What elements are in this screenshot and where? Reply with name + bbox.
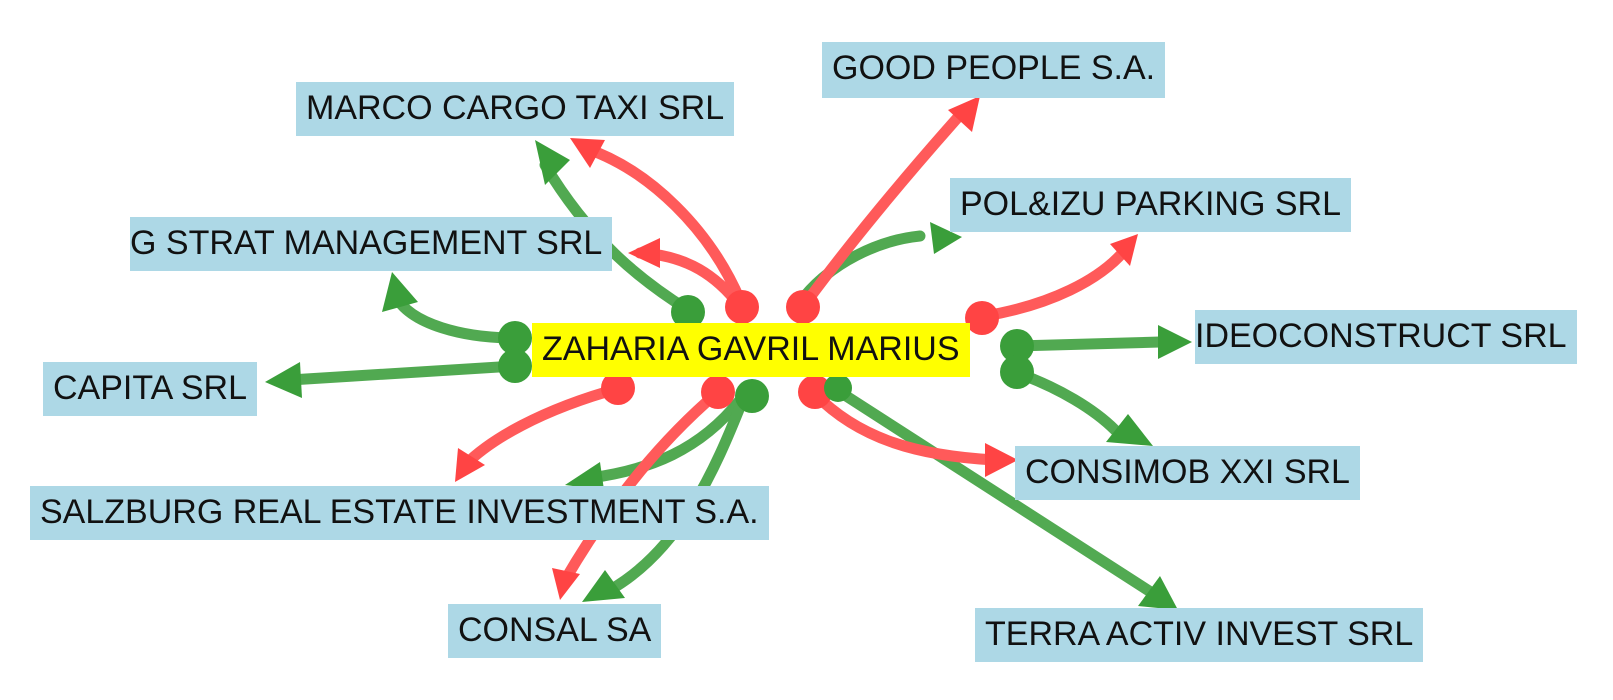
node-capita[interactable]: CAPITA SRL: [43, 362, 257, 416]
edge-red-marco-cargo: [579, 142, 746, 306]
node-marco-cargo-taxi[interactable]: MARCO CARGO TAXI SRL: [296, 82, 735, 136]
node-pol-izu-parking[interactable]: POL&IZU PARKING SRL: [950, 178, 1352, 232]
dot-red-consimob: [798, 375, 832, 409]
edge-red-consimob: [809, 388, 1001, 466]
edge-red-good-people: [802, 109, 966, 306]
node-label: TERRA ACTIV INVEST SRL: [985, 615, 1414, 653]
node-label: CONSIMOB XXI SRL: [1025, 453, 1350, 491]
dot-green-ideoconstruct: [1000, 329, 1034, 363]
arrowhead-red-salzburg: [455, 448, 485, 482]
node-label: CONSAL SA: [458, 611, 652, 649]
center-node-label: ZAHARIA GAVRIL MARIUS: [542, 330, 960, 368]
edge-green-salzburg: [584, 394, 746, 484]
edge-green-ideoconstruct: [1009, 336, 1166, 352]
node-g-strat-management[interactable]: G STRAT MANAGEMENT SRL: [130, 217, 613, 271]
arrowhead-green-capita: [265, 362, 302, 398]
node-label: GOOD PEOPLE S.A.: [832, 49, 1156, 87]
node-ideoconstruct[interactable]: IDEOCONSTRUCT SRL: [1195, 310, 1577, 364]
node-label: G STRAT MANAGEMENT SRL: [130, 224, 603, 262]
arrowhead-green-ideoconstruct: [1158, 325, 1192, 359]
arrowhead-green-consal: [582, 570, 625, 602]
node-label: MARCO CARGO TAXI SRL: [306, 89, 725, 127]
edge-green-terra-activ: [834, 386, 1166, 604]
arrowhead-green-consimob: [1106, 414, 1153, 446]
arrowhead-green-g-strat: [382, 272, 418, 312]
node-label: POL&IZU PARKING SRL: [960, 185, 1342, 223]
arrowhead-red-g-strat: [628, 238, 660, 268]
node-label: CAPITA SRL: [53, 369, 247, 407]
node-consal[interactable]: CONSAL SA: [448, 604, 662, 658]
node-label: IDEOCONSTRUCT SRL: [1195, 317, 1567, 355]
node-terra-activ-invest[interactable]: TERRA ACTIV INVEST SRL: [975, 608, 1424, 662]
arrowhead-green-marco-cargo: [535, 140, 570, 185]
dot-red-good-people: [786, 290, 820, 324]
dot-red-pol-izu: [965, 301, 999, 335]
edge-red-pol-izu: [979, 244, 1131, 322]
arrowhead-red-consimob: [985, 443, 1018, 477]
node-consimob-xxi[interactable]: CONSIMOB XXI SRL: [1015, 446, 1360, 500]
dot-red-salzburg: [601, 371, 635, 405]
dot-green-marco-cargo: [671, 295, 705, 329]
edge-red-salzburg: [459, 382, 626, 471]
dot-red-consal: [701, 375, 735, 409]
dot-green-capita: [498, 349, 532, 383]
arrowhead-red-pol-izu: [1110, 234, 1138, 266]
arrowhead-red-good-people: [948, 96, 980, 132]
arrowhead-red-marco-cargo: [570, 138, 605, 168]
dot-red-marco-cargo: [725, 290, 759, 324]
dot-green-consal: [735, 379, 769, 413]
node-center-person[interactable]: ZAHARIA GAVRIL MARIUS: [532, 323, 970, 377]
edge-green-capita: [284, 360, 521, 386]
arrowhead-green-salzburg: [565, 462, 604, 490]
arrowhead-red-consal: [552, 568, 580, 600]
dot-green-consimob: [1000, 355, 1034, 389]
dot-green-g-strat: [498, 321, 532, 355]
node-good-people[interactable]: GOOD PEOPLE S.A.: [822, 42, 1166, 98]
arrowhead-green-pol-izu: [930, 222, 962, 254]
arrowheads: [265, 96, 1192, 610]
endpoint-dots: [498, 290, 1034, 413]
node-salzburg-real-estate[interactable]: SALZBURG REAL ESTATE INVESTMENT S.A.: [30, 486, 769, 540]
edge-red-consal: [559, 386, 724, 586]
edge-green-marco-cargo: [539, 159, 694, 316]
arrowhead-green-terra-activ: [1138, 576, 1178, 610]
node-label: SALZBURG REAL ESTATE INVESTMENT S.A.: [40, 493, 759, 531]
dot-green-terra-activ: [824, 374, 852, 402]
